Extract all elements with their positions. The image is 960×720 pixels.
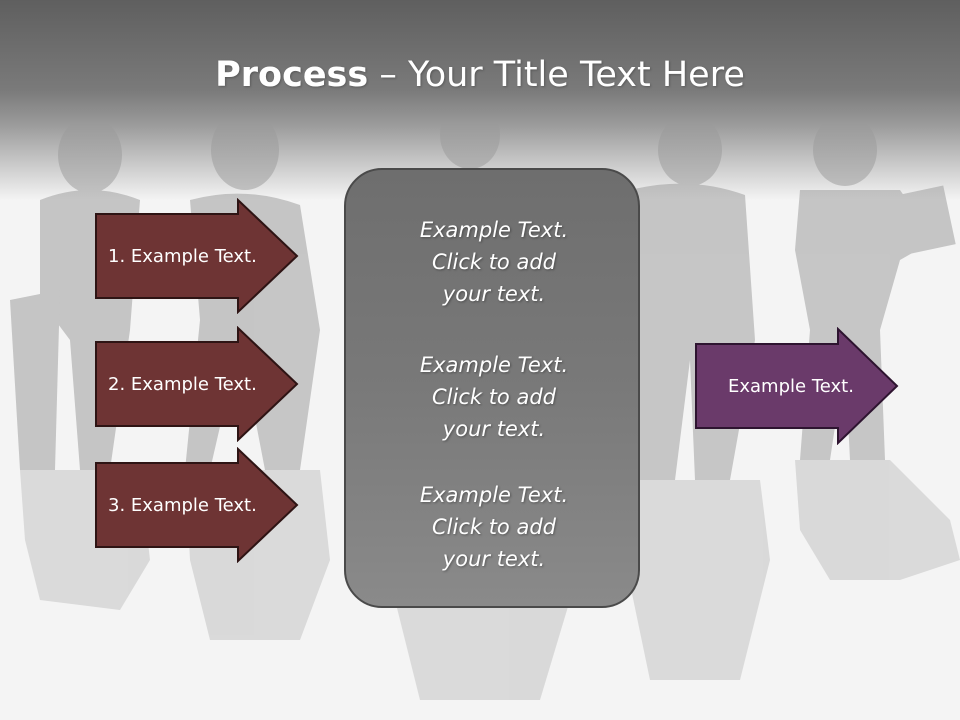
center-text-line: Example Text.	[419, 483, 569, 507]
center-text-line: Example Text.	[419, 353, 569, 377]
center-text-line: Click to add	[431, 515, 556, 539]
center-text-line: your text.	[442, 282, 546, 306]
center-text-block-2[interactable]: Example Text. Click to add your text.	[346, 349, 642, 445]
center-text-block-3[interactable]: Example Text. Click to add your text.	[346, 479, 642, 575]
title-rest-part: – Your Title Text Here	[368, 55, 745, 95]
center-text-line: your text.	[442, 547, 546, 571]
input-arrow-label: 2. Example Text.	[108, 373, 257, 395]
right-arrow-shape	[695, 327, 899, 445]
title-bold-part: Process	[215, 55, 369, 95]
center-text-line: Example Text.	[419, 218, 569, 242]
input-arrow-3[interactable]: 3. Example Text.	[94, 447, 300, 563]
header-band	[0, 0, 960, 200]
center-text-line: your text.	[442, 417, 546, 441]
input-arrow-label: 1. Example Text.	[108, 245, 257, 267]
input-arrow-label: 3. Example Text.	[108, 494, 257, 516]
right-arrow-shape	[95, 198, 299, 314]
output-arrow-label: Example Text.	[728, 375, 854, 397]
right-arrow-shape	[95, 447, 299, 563]
input-arrow-1[interactable]: 1. Example Text.	[94, 198, 300, 314]
center-process-box[interactable]: Example Text. Click to add your text. Ex…	[344, 168, 640, 608]
center-text-line: Click to add	[431, 385, 556, 409]
center-text-block-1[interactable]: Example Text. Click to add your text.	[346, 214, 642, 310]
output-arrow[interactable]: Example Text.	[694, 327, 900, 445]
right-arrow-shape	[95, 326, 299, 442]
input-arrow-2[interactable]: 2. Example Text.	[94, 326, 300, 442]
slide-title[interactable]: Process – Your Title Text Here	[0, 50, 960, 100]
center-text-line: Click to add	[431, 250, 556, 274]
